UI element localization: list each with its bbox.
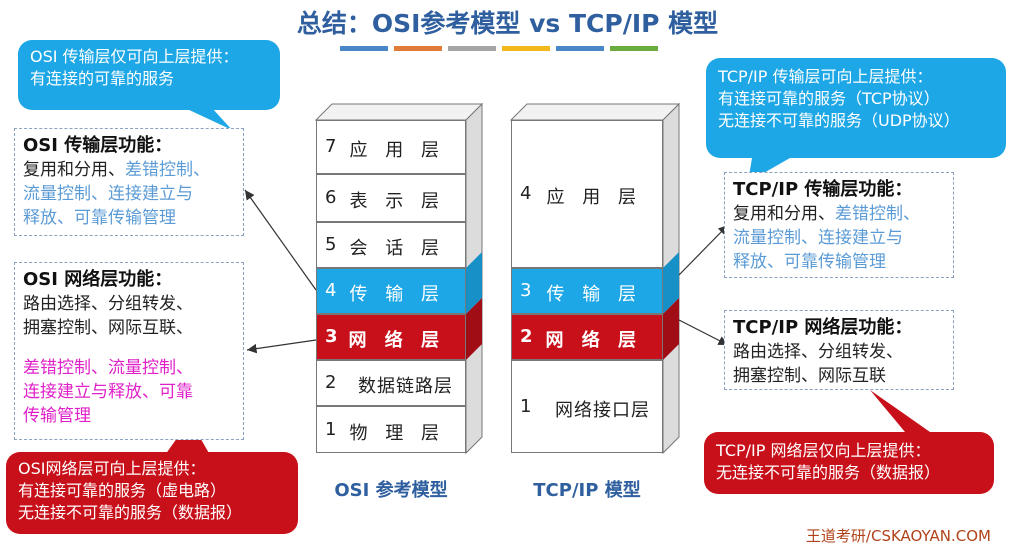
layer-name: 网 络 层: [348, 330, 445, 351]
callout-text: OSI网络层可向上层提供：: [18, 459, 206, 478]
layer-number: 7: [325, 136, 337, 157]
layer-number: 6: [325, 187, 337, 208]
callout-text: 无连接不可靠的服务（UDP协议）: [718, 111, 960, 130]
layer-number: 3: [325, 326, 338, 347]
layer-name: 传 输 层: [349, 284, 445, 305]
callout-text: 有连接的可靠的服务: [30, 69, 175, 88]
osi-layer-4: 4 传 输 层: [316, 268, 466, 314]
layer-number: 4: [325, 280, 337, 301]
layer-number: 2: [520, 326, 533, 347]
page-title: 总结：OSI参考模型 vs TCP/IP 模型: [296, 9, 719, 38]
box-text: 复用和分用、: [23, 160, 125, 180]
tcp-transport-function-box: TCP/IP 传输层功能： 复用和分用、差错控制、 流量控制、连接建立与 释放、…: [724, 172, 954, 278]
callout-text: 无连接不可靠的服务（数据报）: [18, 503, 243, 522]
tcp-network-function-box: TCP/IP 网络层功能： 路由选择、分组转发、 拥塞控制、网际互联: [724, 310, 954, 390]
layer-number: 1: [325, 418, 337, 440]
osi-layer-6: 6 表 示 层: [316, 174, 466, 222]
osi-layer-3: 3 网 络 层: [316, 314, 466, 360]
layer-name: 网络接口层: [555, 399, 650, 421]
layer-number: 4: [520, 183, 532, 204]
layer-name: 网 络 层: [545, 330, 642, 351]
footer-brand: 王道考研/CSKAOYAN.COM: [805, 527, 991, 545]
box-heading: TCP/IP 传输层功能：: [733, 179, 913, 200]
osi-layer-2: 2 数据链路层: [316, 360, 466, 406]
tcpip-model-caption: TCP/IP 模型: [533, 480, 641, 501]
tcpip-layer-2: 2 网 络 层: [511, 314, 663, 360]
box-text: 差错控制、: [125, 160, 210, 180]
box-heading: OSI 传输层功能：: [23, 135, 173, 156]
osi-layer-1: 1 物 理 层: [316, 406, 466, 453]
tcpip-layer-3: 3 传 输 层: [511, 268, 663, 314]
tcp-network-callout-tail: [870, 390, 930, 432]
layer-name: 会 话 层: [349, 238, 445, 259]
color-bar-segment: [556, 46, 604, 51]
box-text: 路由选择、分组转发、: [733, 342, 903, 362]
layer-name: 应 用 层: [546, 187, 642, 208]
box-text: 拥塞控制、网际互联、: [23, 318, 193, 338]
osi-network-callout: OSI网络层可向上层提供： 有连接可靠的服务（虚电路） 无连接不可靠的服务（数据…: [6, 452, 298, 534]
layer-name: 应 用 层: [349, 140, 445, 161]
osi-layer-5: 5 会 话 层: [316, 222, 466, 268]
tcp-network-arrow: [678, 319, 729, 346]
box-text: 连接建立与释放、可靠: [23, 382, 193, 402]
layer-name: 物 理 层: [349, 422, 445, 444]
box-heading: OSI 网络层功能：: [23, 269, 173, 290]
box-heading: TCP/IP 网络层功能：: [733, 317, 913, 338]
box-text: 传输管理: [23, 406, 91, 426]
callout-text: TCP/IP 网络层仅向上层提供：: [716, 441, 931, 460]
box-text: 复用和分用、: [733, 204, 835, 224]
box-text: 流量控制、连接建立与: [23, 184, 193, 204]
layer-name: 表 示 层: [349, 191, 445, 212]
box-text: 释放、可靠传输管理: [23, 208, 176, 228]
tcp-transport-callout: TCP/IP 传输层可向上层提供： 有连接可靠的服务（TCP协议） 无连接不可靠…: [706, 58, 1006, 158]
color-bar-segment: [340, 46, 388, 51]
osi-network-function-box: OSI 网络层功能： 路由选择、分组转发、 拥塞控制、网际互联、 差错控制、流量…: [14, 262, 244, 440]
osi-model-stack: 7 应 用 层 6 表 示 层 5 会 话 层 4 传 输 层 3 网 络 层 2 数据链路层 1 物 理…: [316, 120, 466, 453]
box-text: 差错控制、流量控制、: [23, 358, 193, 378]
box-text: 路由选择、分组转发、: [23, 294, 193, 314]
box-text: 差错控制、: [835, 204, 920, 224]
osi-model-caption: OSI 参考模型: [334, 480, 448, 501]
layer-number: 1: [520, 395, 532, 417]
callout-text: 有连接可靠的服务（虚电路）: [18, 481, 227, 500]
callout-text: TCP/IP 传输层可向上层提供：: [718, 67, 933, 86]
layer-number: 2: [325, 372, 337, 393]
layer-number: 5: [325, 234, 337, 255]
layer-name: 传 输 层: [546, 284, 642, 305]
tcpip-layer-4: 4 应 用 层: [511, 120, 663, 268]
color-bar-segment: [394, 46, 442, 51]
osi-transport-function-box: OSI 传输层功能： 复用和分用、差错控制、 流量控制、连接建立与 释放、可靠传…: [14, 128, 244, 236]
callout-text: 有连接可靠的服务（TCP协议）: [718, 89, 940, 108]
layer-number: 3: [520, 280, 532, 301]
color-bar-segment: [502, 46, 550, 51]
color-bar-segment: [610, 46, 658, 51]
osi-transport-callout-tail: [185, 108, 232, 130]
osi-layer-7: 7 应 用 层: [316, 120, 466, 174]
osi-transport-arrow: [244, 189, 317, 291]
box-text: 拥塞控制、网际互联: [733, 366, 886, 386]
tcp-transport-arrow: [678, 224, 729, 276]
tcpip-layer-1: 1 网络接口层: [511, 360, 663, 453]
box-text: 释放、可靠传输管理: [733, 252, 886, 272]
box-text: 流量控制、连接建立与: [733, 228, 903, 248]
tcp-network-callout: TCP/IP 网络层仅向上层提供： 无连接不可靠的服务（数据报）: [704, 432, 994, 494]
tcpip-model-stack: 4 应 用 层 3 传 输 层 2 网 络 层 1 网络接口层: [511, 120, 663, 453]
callout-text: OSI 传输层仅可向上层提供：: [30, 47, 239, 66]
osi-network-arrow: [246, 339, 317, 354]
color-bar-segment: [448, 46, 496, 51]
callout-text: 无连接不可靠的服务（数据报）: [716, 463, 941, 482]
osi-transport-callout: OSI 传输层仅可向上层提供： 有连接的可靠的服务: [18, 40, 280, 110]
layer-name: 数据链路层: [358, 376, 453, 397]
